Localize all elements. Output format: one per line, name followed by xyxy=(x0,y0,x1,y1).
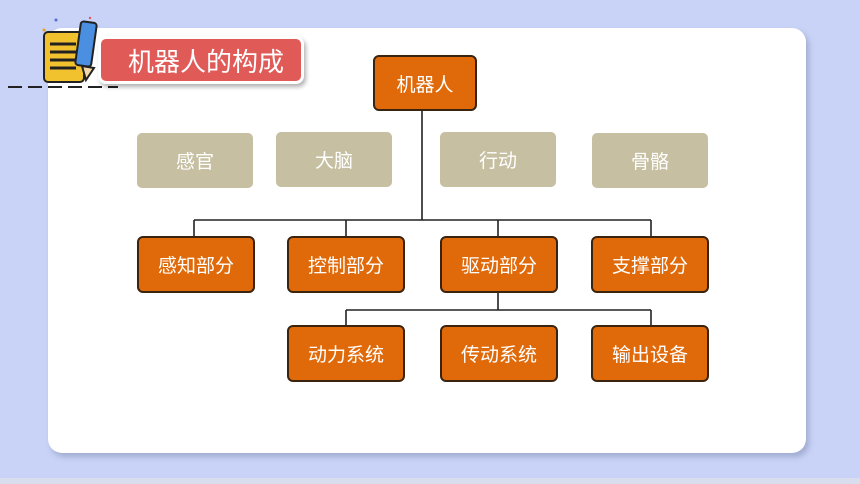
node-support-part: 支撑部分 xyxy=(591,236,709,293)
analogy-skeleton: 骨骼 xyxy=(592,133,708,188)
analogy-senses: 感官 xyxy=(137,133,253,188)
node-transmission-system: 传动系统 xyxy=(440,325,558,382)
node-power-system: 动力系统 xyxy=(287,325,405,382)
node-drive-part: 驱动部分 xyxy=(440,236,558,293)
slide-title: 机器人的构成 xyxy=(98,36,304,84)
node-sensing-part: 感知部分 xyxy=(137,236,255,293)
notebook-pencil-icon xyxy=(42,16,98,83)
node-output-device: 输出设备 xyxy=(591,325,709,382)
node-control-part: 控制部分 xyxy=(287,236,405,293)
analogy-brain: 大脑 xyxy=(276,132,392,187)
bottom-strip xyxy=(0,478,860,484)
title-underline-decoration xyxy=(8,86,118,88)
node-robot-root: 机器人 xyxy=(373,55,477,111)
analogy-action: 行动 xyxy=(440,132,556,187)
